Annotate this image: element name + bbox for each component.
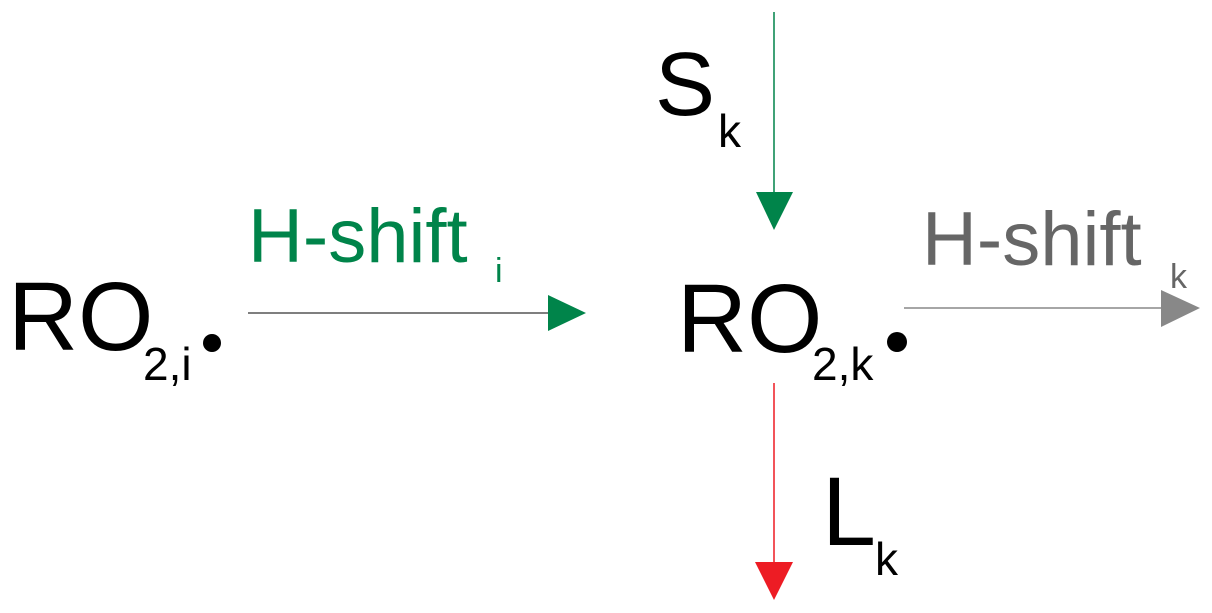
source-term-main: S [655, 35, 715, 135]
arrow-head-icon [548, 295, 586, 331]
h-shift-k-label: H-shift k [922, 197, 1188, 296]
loss-arrow [755, 383, 793, 600]
node-ro2-i-main: RO [8, 262, 154, 371]
h-shift-k-main: H-shift [922, 197, 1142, 282]
radical-dot-icon [887, 332, 907, 352]
h-shift-in-arrow [248, 295, 586, 331]
loss-term-subscript: k [875, 533, 899, 585]
arrow-head-icon [756, 192, 793, 230]
h-shift-i-label: H-shift i [248, 194, 503, 290]
node-ro2-k: RO 2,k [677, 264, 907, 390]
h-shift-out-arrow [904, 290, 1200, 327]
source-term-subscript: k [718, 105, 742, 157]
loss-term-label: L k [822, 457, 899, 585]
source-term-label: S k [655, 35, 742, 157]
h-shift-k-subscript: k [1170, 258, 1188, 296]
source-arrow [756, 12, 793, 230]
radical-dot-icon [203, 334, 221, 352]
loss-term-main: L [822, 457, 876, 566]
node-ro2-k-main: RO [677, 264, 823, 373]
arrow-head-icon [755, 562, 793, 600]
node-ro2-k-subscript: 2,k [812, 338, 874, 390]
h-shift-i-main: H-shift [248, 194, 468, 279]
h-shift-i-subscript: i [495, 252, 503, 290]
node-ro2-i: RO 2,i [8, 262, 221, 390]
arrow-head-icon [1161, 290, 1200, 327]
node-ro2-i-subscript: 2,i [143, 338, 192, 390]
